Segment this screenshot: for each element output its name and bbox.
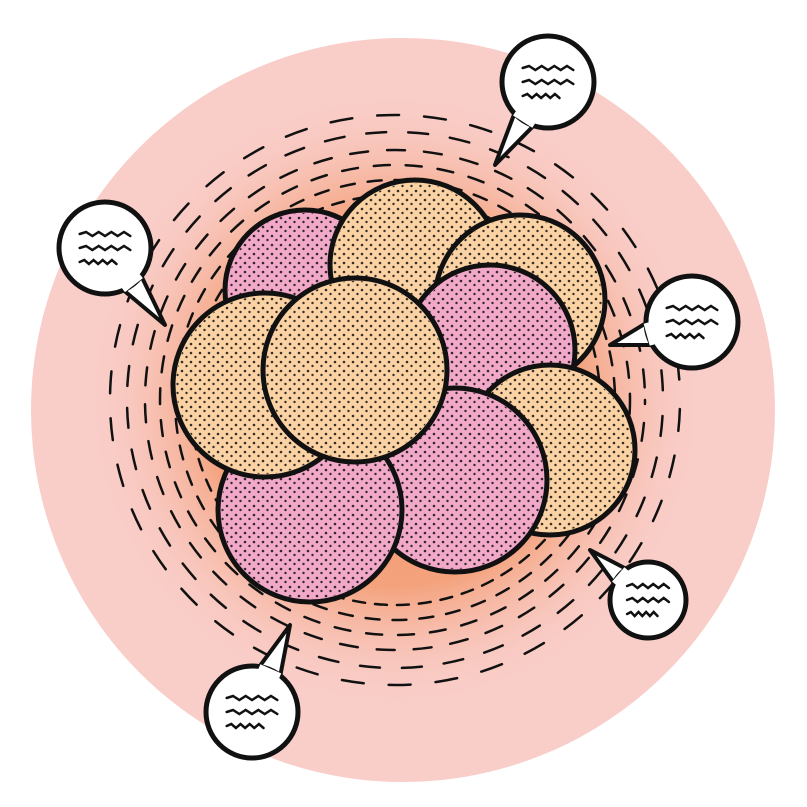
- squiggle-text-line: [665, 318, 719, 326]
- squiggle-text-line: [225, 694, 279, 702]
- bubble-body: [607, 559, 689, 641]
- cell-stipple: [266, 281, 444, 459]
- squiggle-text-line: [521, 92, 561, 100]
- squiggle-text-line: [78, 230, 132, 238]
- bubble-joint: [258, 664, 282, 679]
- squiggle-text-line: [225, 708, 279, 716]
- speech-bubble: [203, 623, 301, 761]
- speech-bubble: [608, 273, 741, 371]
- speech-bubble: [56, 199, 167, 327]
- bubble-joint: [121, 274, 143, 293]
- bubble-joint: [643, 322, 655, 346]
- bubble-joint: [612, 567, 629, 585]
- squiggle-text-line: [78, 244, 132, 252]
- squiggle-text-line: [625, 610, 659, 618]
- squiggle-text-line: [625, 596, 671, 604]
- squiggle-text-line: [78, 258, 118, 266]
- speech-bubble: [588, 548, 689, 641]
- motion-line-ring: [108, 113, 682, 687]
- bubble-body: [643, 273, 741, 371]
- bubble-body: [499, 33, 597, 131]
- squiggle-text-line: [521, 78, 575, 86]
- speech-bubbles: [56, 33, 741, 761]
- cell-cluster: [170, 177, 638, 605]
- squiggle-text-line: [665, 332, 705, 340]
- speech-bubble: [493, 33, 597, 167]
- squiggle-text-line: [625, 582, 671, 590]
- bubble-joint: [513, 111, 535, 128]
- motion-line-ring: [143, 148, 647, 652]
- bubble-body: [203, 663, 301, 761]
- squiggle-text-line: [665, 304, 719, 312]
- bubble-body: [56, 199, 154, 297]
- motion-line-ring: [158, 163, 632, 637]
- squiggle-text-line: [521, 64, 575, 72]
- squiggle-text-line: [225, 722, 265, 730]
- cell-outline: [260, 275, 450, 465]
